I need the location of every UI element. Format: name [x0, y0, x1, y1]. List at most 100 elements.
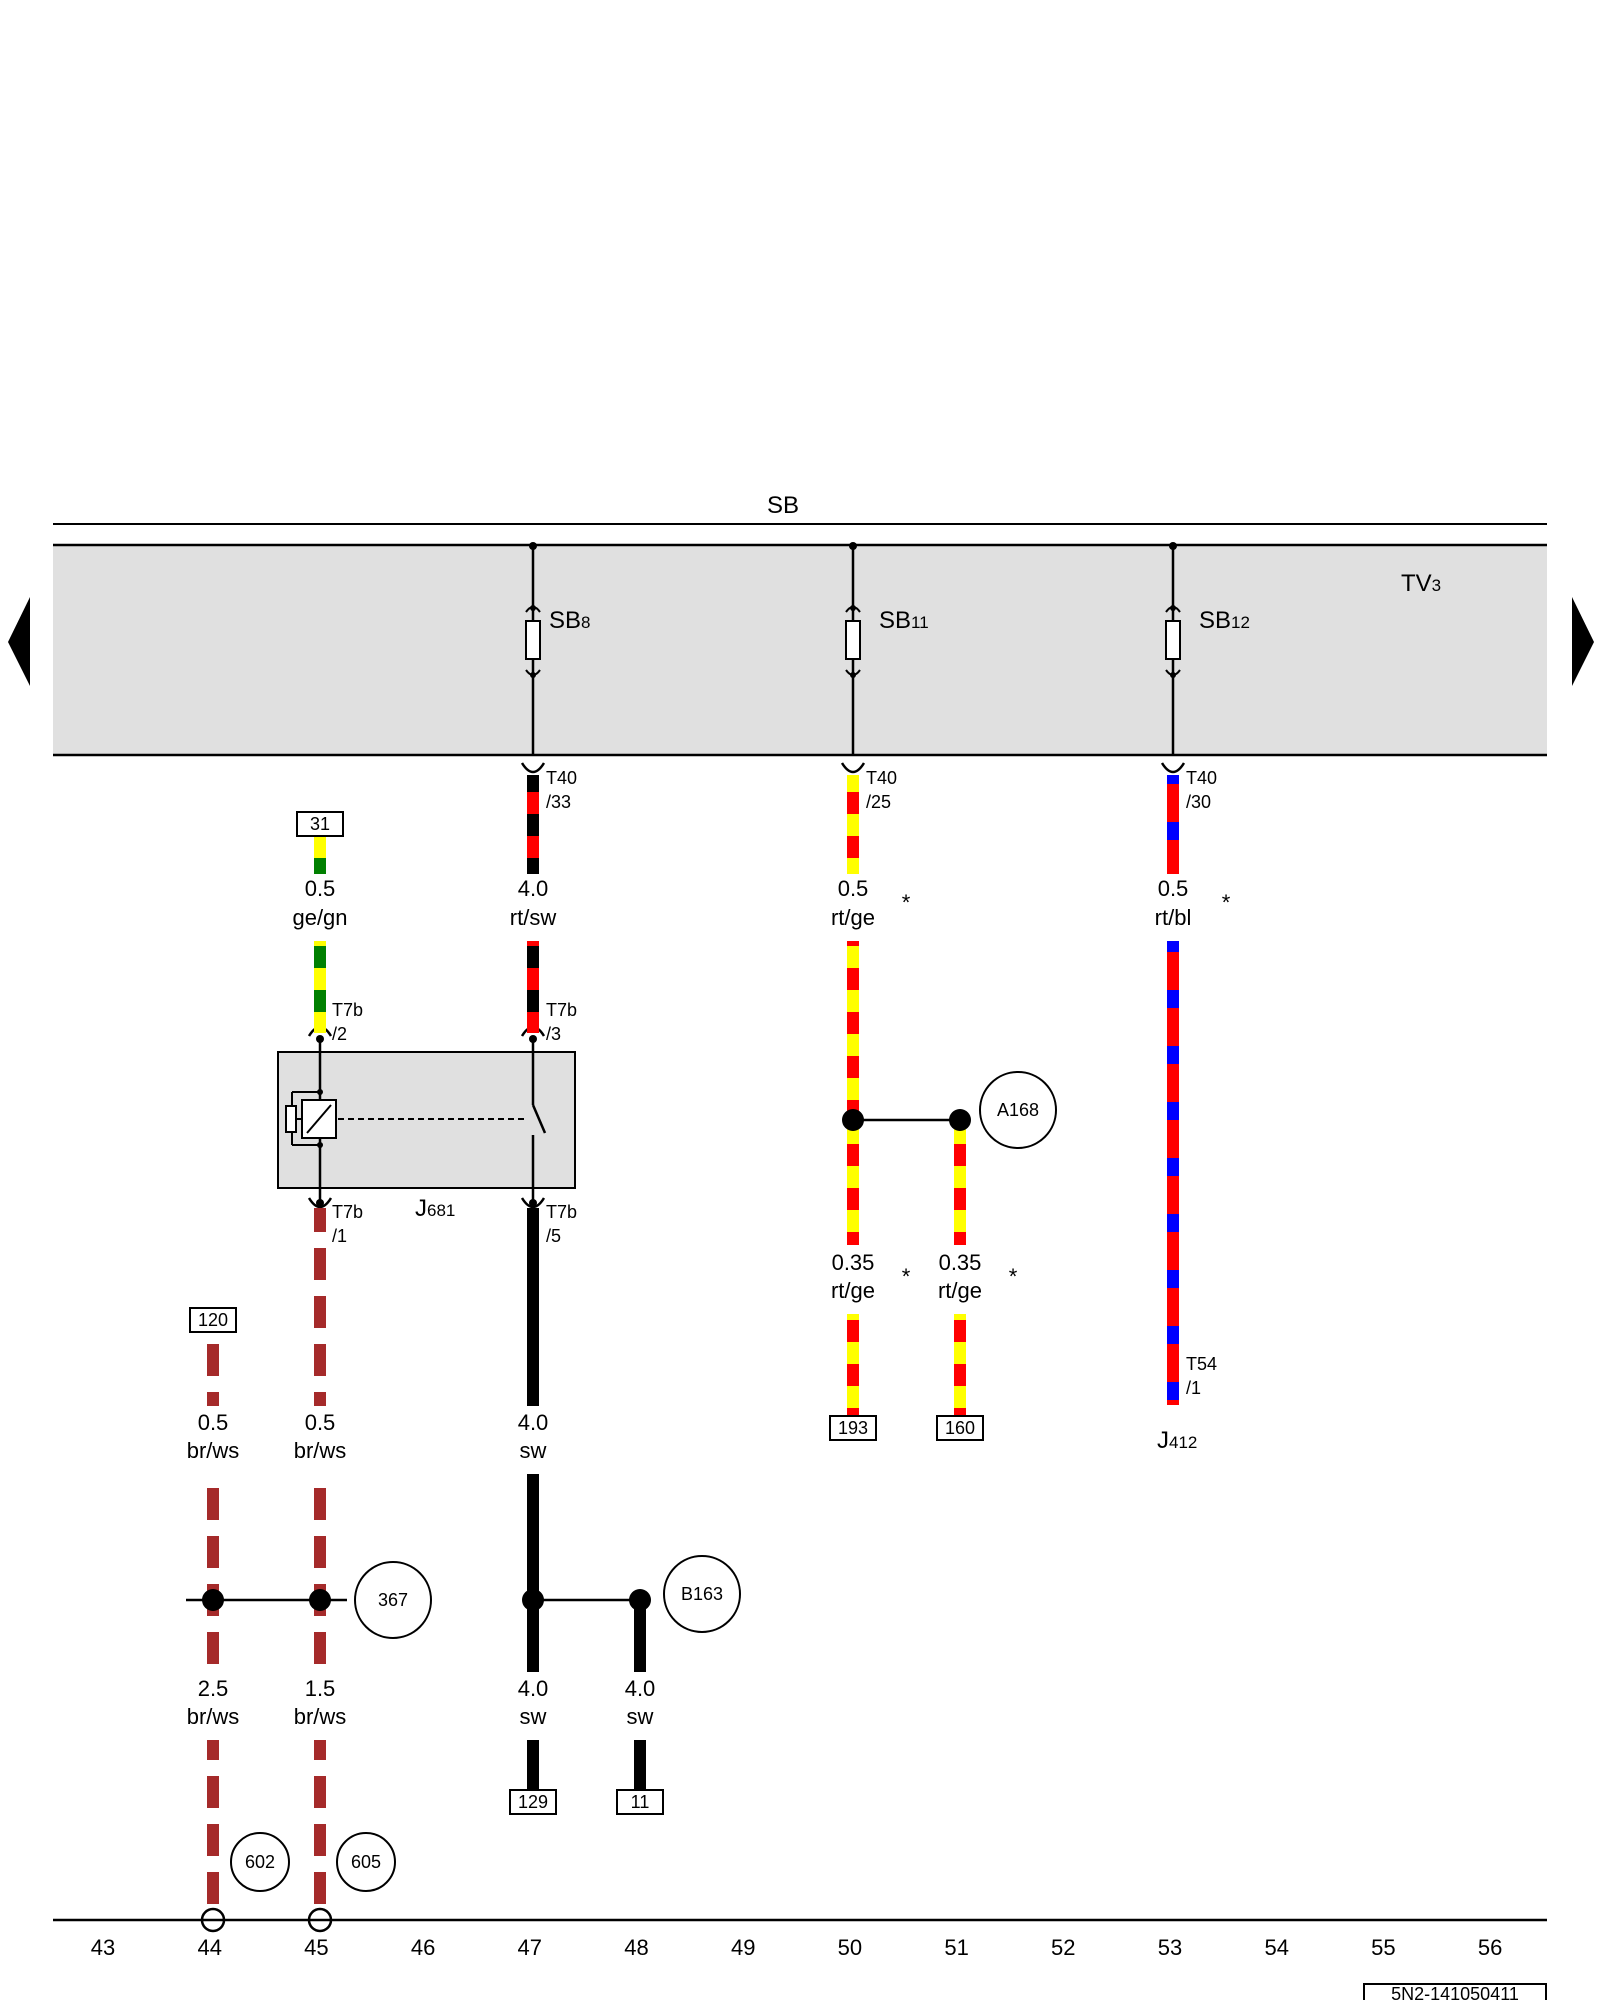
wire-size: 4.0 [518, 1676, 549, 1701]
wire-segment [634, 1740, 646, 1796]
reference-circle-label: 605 [351, 1852, 381, 1872]
footnote-star: * [902, 890, 911, 915]
connector-label: /1 [332, 1226, 347, 1246]
nav-left-arrow-icon[interactable] [8, 597, 30, 686]
column-number: 50 [838, 1935, 862, 1960]
wire-color: sw [627, 1704, 654, 1729]
reference-box [296, 811, 344, 837]
connector-pins [307, 762, 1186, 1209]
column-number: 48 [624, 1935, 648, 1960]
wire-size: 0.35 [832, 1250, 875, 1275]
reference-circle-label: 367 [378, 1590, 408, 1610]
wire-segment [314, 1740, 326, 1910]
connector-label: /3 [546, 1024, 561, 1044]
wire-segment [207, 1474, 219, 1672]
wire-color: br/ws [294, 1438, 347, 1463]
wire-segment [314, 836, 326, 874]
fuse-element [1165, 620, 1181, 660]
wire-size: 0.5 [305, 876, 336, 901]
fuse-sb8: SB8 [525, 542, 590, 755]
column-number: 52 [1051, 1935, 1075, 1960]
fuse-label: SB8 [549, 607, 590, 634]
connector-label: T54 [1186, 1354, 1217, 1374]
footnote-star: * [1222, 890, 1231, 915]
wire-size: 0.5 [305, 1410, 336, 1435]
relay-j681: J681 [277, 1038, 576, 1222]
wire-size: 0.5 [1158, 876, 1189, 901]
column-number: 46 [411, 1935, 435, 1960]
fuse-element [845, 620, 861, 660]
fuse-label: SB11 [879, 607, 929, 634]
connector-label: T40 [1186, 768, 1217, 788]
reference-circle-label: 602 [245, 1852, 275, 1872]
reference-box-label: 11 [631, 1792, 650, 1812]
column-number: 44 [197, 1935, 221, 1960]
wire-labels: 0.5 ge/gn 4.0 rt/sw 0.5 rt/ge 0.5 rt/bl … [187, 876, 1231, 1729]
wire-segment [1167, 775, 1179, 874]
reference-box-label: 120 [198, 1310, 228, 1330]
reference-circles: A168 367 B163 602 605 [230, 1071, 1057, 1892]
relay-label: J681 [415, 1195, 455, 1222]
fuse-label: SB12 [1199, 607, 1250, 634]
footer-code-box [1363, 1983, 1547, 2000]
unit-label: J412 [1157, 1427, 1197, 1454]
wire-segment [847, 1314, 859, 1428]
wire-segment [634, 1598, 646, 1672]
wire-color: rt/ge [831, 905, 875, 930]
fuse-sb11: SB11 [845, 542, 929, 755]
wire-color: ge/gn [292, 905, 347, 930]
wire-segment [314, 941, 326, 1033]
reference-box [616, 1789, 664, 1815]
column-number: 47 [518, 1935, 542, 1960]
reference-box-label: 160 [945, 1418, 975, 1438]
footer-code: 5N2-141050411 [1391, 1984, 1519, 2000]
reference-box [936, 1415, 984, 1441]
connector-label: T7b [332, 1202, 363, 1222]
wire-size: 4.0 [625, 1676, 656, 1701]
wire-segment [527, 1474, 539, 1672]
connector-label: /25 [866, 792, 891, 812]
reference-circle [979, 1071, 1057, 1149]
wire-segment [527, 775, 539, 874]
wire-size: 0.5 [198, 1410, 229, 1435]
reference-boxes: 31 120 193 160 129 11 [189, 811, 984, 1815]
column-number: 53 [1158, 1935, 1182, 1960]
reference-circle [663, 1555, 741, 1633]
wire-segment [954, 1314, 966, 1428]
wire-size: 0.35 [939, 1250, 982, 1275]
busbar-label: SB [767, 492, 799, 519]
fuse-panel: SB TV3 [8, 492, 1594, 757]
connector-label: T40 [866, 768, 897, 788]
footnote-star: * [902, 1264, 911, 1289]
connector-label: T40 [546, 768, 577, 788]
reference-box-label: 31 [310, 814, 330, 834]
wire-color: rt/sw [510, 905, 557, 930]
wire-segment [527, 1208, 539, 1406]
nav-right-arrow-icon[interactable] [1572, 597, 1594, 686]
wires [207, 775, 1179, 1910]
wire-segment [314, 1474, 326, 1672]
connector-label: T7b [546, 1000, 577, 1020]
wire-segment [207, 1740, 219, 1910]
reference-box [829, 1415, 877, 1441]
reference-box [509, 1789, 557, 1815]
wire-size: 1.5 [305, 1676, 336, 1701]
connector-label: /33 [546, 792, 571, 812]
reference-box-label: 129 [518, 1792, 548, 1812]
column-number: 49 [731, 1935, 755, 1960]
wire-segment [847, 941, 859, 1245]
wire-size: 4.0 [518, 1410, 549, 1435]
column-number: 56 [1478, 1935, 1502, 1960]
connector-label: /1 [1186, 1378, 1201, 1398]
footnote-star: * [1009, 1264, 1018, 1289]
connector-label: /2 [332, 1024, 347, 1044]
wire-segment [527, 941, 539, 1033]
fuse-sb12: SB12 [1165, 542, 1250, 755]
connector-label: /5 [546, 1226, 561, 1246]
wire-size: 2.5 [198, 1676, 229, 1701]
wire-segment [314, 1208, 326, 1406]
wire-color: rt/bl [1155, 905, 1192, 930]
